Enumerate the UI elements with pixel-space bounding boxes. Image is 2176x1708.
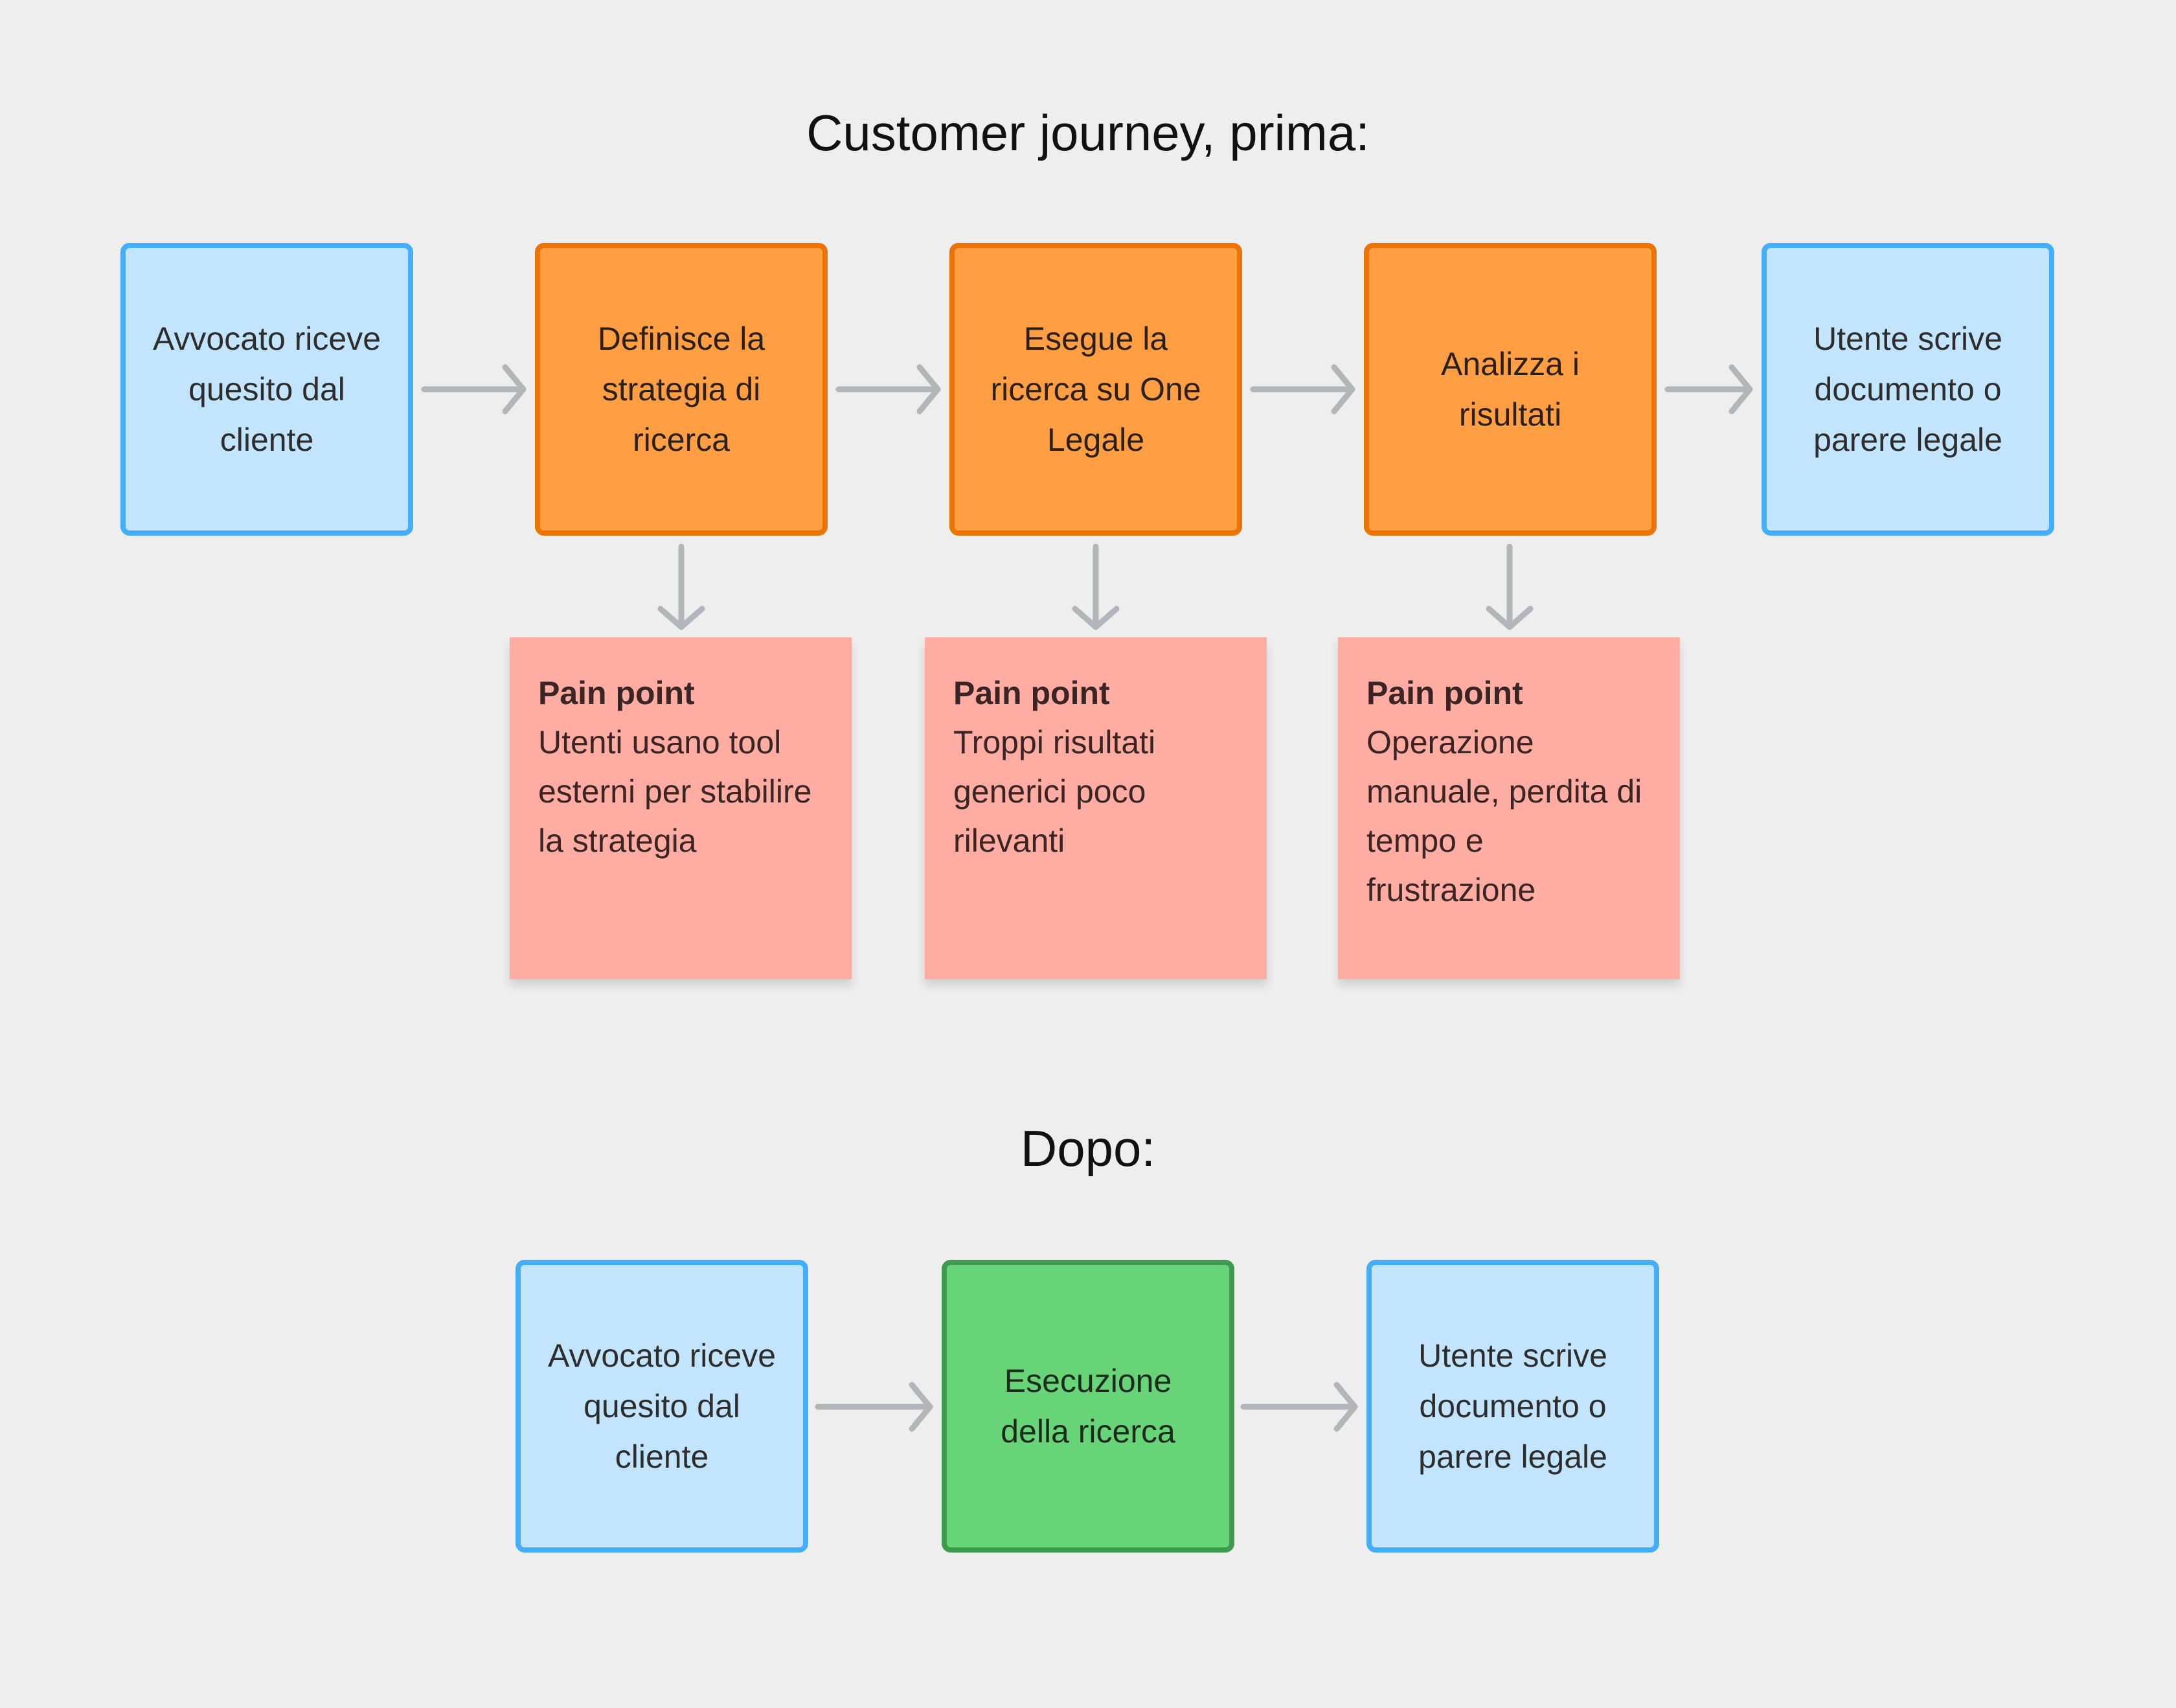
pain-point-text: Troppi risultati generici poco rilevanti [953, 724, 1156, 859]
after-step-label: Avvocato riceve quesito dal cliente [547, 1338, 776, 1475]
arrow-right-icon [1250, 364, 1355, 415]
arrow-right-icon [835, 364, 941, 415]
pain-point-heading: Pain point [953, 675, 1110, 711]
arrow-right-icon [1240, 1382, 1358, 1432]
pain-point-note[interactable]: Pain point Operazione manuale, perdita d… [1338, 637, 1680, 979]
arrow-right-icon [815, 1382, 933, 1432]
before-step-receive-query[interactable]: Avvocato riceve quesito dal cliente [120, 243, 413, 536]
after-step-label: Esecuzione della ricerca [1001, 1363, 1175, 1450]
pain-point-heading: Pain point [538, 675, 695, 711]
arrow-right-icon [1664, 364, 1753, 415]
before-step-label: Avvocato riceve quesito dal cliente [152, 321, 381, 458]
before-step-label: Utente scrive documento o parere legale [1813, 321, 2002, 458]
before-step-write-document[interactable]: Utente scrive documento o parere legale [1762, 243, 2054, 536]
after-step-write-document[interactable]: Utente scrive documento o parere legale [1366, 1260, 1659, 1553]
pain-point-text: Utenti usano tool esterni per stabilire … [538, 724, 812, 859]
before-title: Customer journey, prima: [806, 104, 1370, 161]
arrow-right-icon [421, 364, 527, 415]
after-step-receive-query[interactable]: Avvocato riceve quesito dal cliente [516, 1260, 808, 1553]
before-step-execute-search[interactable]: Esegue la ricerca su One Legale [949, 243, 1242, 536]
arrow-down-icon [657, 543, 705, 630]
pain-point-note[interactable]: Pain point Troppi risultati generici poc… [925, 637, 1267, 979]
before-step-label: Definisce la strategia di ricerca [597, 321, 765, 458]
before-step-label: Esegue la ricerca su One Legale [990, 321, 1201, 458]
arrow-down-icon [1486, 543, 1534, 630]
arrow-down-icon [1072, 543, 1120, 630]
after-title: Dopo: [1020, 1120, 1156, 1177]
pain-point-heading: Pain point [1366, 675, 1523, 711]
pain-point-text: Operazione manuale, perdita di tempo e f… [1366, 724, 1642, 908]
before-step-analyze-results[interactable]: Analizza i risultati [1364, 243, 1657, 536]
pain-point-note[interactable]: Pain point Utenti usano tool esterni per… [510, 637, 852, 979]
before-step-label: Analizza i risultati [1441, 346, 1580, 433]
after-step-execute-search[interactable]: Esecuzione della ricerca [942, 1260, 1234, 1553]
after-step-label: Utente scrive documento o parere legale [1418, 1338, 1607, 1475]
before-step-define-strategy[interactable]: Definisce la strategia di ricerca [535, 243, 828, 536]
